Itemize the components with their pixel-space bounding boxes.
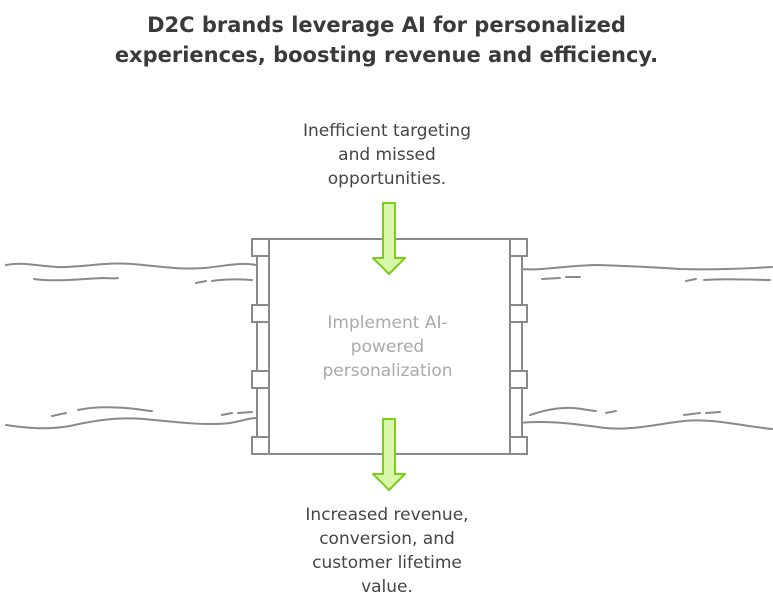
output-label-line-1: Increased revenue, <box>305 505 469 525</box>
right-river-lower-ripple-2 <box>605 410 617 414</box>
output-label: Increased revenue, conversion, and custo… <box>262 503 512 599</box>
left-river-lower-ripple-3 <box>221 412 233 416</box>
right-bracket-2 <box>509 304 528 323</box>
left-gate-post <box>256 241 270 453</box>
right-river-upper-ripple-4 <box>703 278 771 281</box>
right-gate-post <box>509 241 523 453</box>
output-label-line-4: value. <box>361 577 413 597</box>
right-river-lower-bank <box>517 419 773 430</box>
left-river-lower-ripple-1 <box>51 412 67 417</box>
output-label-line-2: conversion, and <box>319 529 455 549</box>
right-river-lower-ripple-4 <box>705 411 721 414</box>
right-river-lower-ripple-1 <box>529 406 597 416</box>
output-label-line-3: customer lifetime <box>312 553 462 573</box>
diagram-title: D2C brands leverage AI for personalized … <box>0 10 773 70</box>
right-bracket-3 <box>509 370 528 389</box>
right-river-lower-ripple-3 <box>683 412 701 416</box>
left-river-upper-bank <box>5 262 257 270</box>
left-river-upper-ripple-1 <box>33 276 119 282</box>
input-label-line-2: and missed <box>338 145 436 165</box>
left-river-upper-ripple-3 <box>211 278 253 282</box>
input-label-line-1: Inefficient targeting <box>302 121 472 141</box>
left-bracket-4 <box>251 436 270 455</box>
left-bracket-3 <box>251 370 270 389</box>
process-label-line-1: Implement AI- <box>327 313 448 333</box>
right-bracket-4 <box>509 436 528 455</box>
right-river-upper-bank <box>517 263 773 271</box>
input-label-line-3: opportunities. <box>327 169 447 189</box>
left-river-lower-ripple-4 <box>237 411 253 414</box>
right-bracket-1 <box>509 238 528 257</box>
right-river-upper-ripple-1 <box>541 277 561 280</box>
title-line-2: experiences, boosting revenue and effici… <box>114 43 659 67</box>
title-line-1: D2C brands leverage AI for personalized <box>147 13 626 37</box>
right-river-upper-ripple-3 <box>685 278 697 282</box>
process-label-line-3: personalization <box>322 361 453 381</box>
left-bracket-1 <box>251 238 270 257</box>
process-label-line-2: powered <box>350 337 425 357</box>
process-label: Implement AI- powered personalization <box>300 311 475 383</box>
left-bracket-2 <box>251 304 270 323</box>
left-river-lower-bank <box>5 417 257 430</box>
output-arrow-icon <box>372 418 406 491</box>
input-arrow-icon <box>372 202 406 275</box>
left-river-lower-ripple-2 <box>77 406 153 412</box>
left-river-upper-ripple-2 <box>195 280 207 284</box>
input-label: Inefficient targeting and missed opportu… <box>262 119 512 191</box>
